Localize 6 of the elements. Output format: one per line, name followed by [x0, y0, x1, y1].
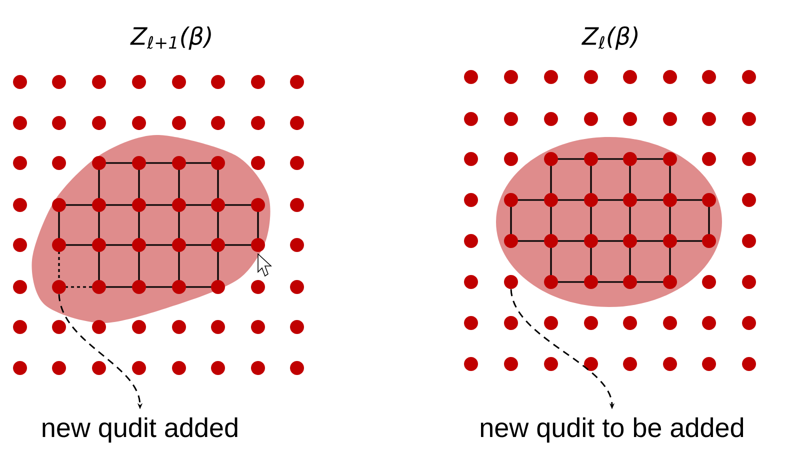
qudit-dot: [504, 275, 518, 289]
heading: Z$_{ℓ}$(β): [582, 26, 638, 50]
caption-text: new qudit to be added: [480, 417, 744, 443]
caption-text: new qudit added: [42, 417, 238, 443]
qudit-dot: [52, 280, 66, 294]
heading: Z$_{ℓ+1}$(β): [130, 26, 211, 50]
